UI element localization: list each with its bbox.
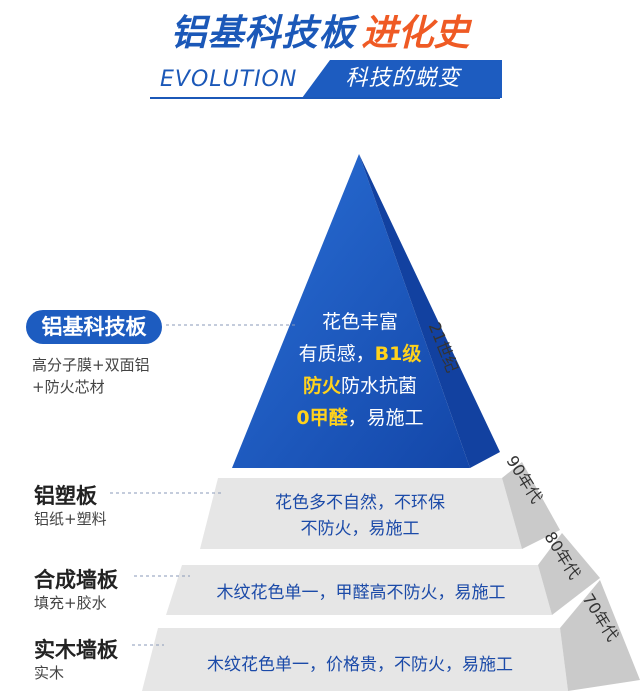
top-line1: 花色丰富 [321,311,398,333]
tier2-face [200,478,522,549]
top-line4: 0甲醛，易施工 [296,407,424,429]
tier4-side [560,580,640,691]
tier2-text: 花色多不自然，不环保 不防火，易施工 [275,493,445,539]
top-face [232,154,470,468]
tier4-face [142,628,568,691]
tier3-text: 木纹花色单一，甲醛高不防火，易施工 [216,583,506,603]
label-aluminum-plastic-board: 铝塑板 [34,484,97,508]
page-title: 铝基科技板进化史 [0,4,640,56]
label-solid-wood-board: 实木墙板 [34,638,118,662]
top-tier-text: 花色丰富 有质感，B1级 防火防水抗菌 0甲醛，易施工 [260,306,460,434]
label-composite-board: 合成墙板 [34,568,118,592]
subtitle-cn: 科技的蜕变 [345,66,461,91]
label-composite-board-sub: 填充+胶水 [34,594,107,612]
label-aluminum-plastic-board-sub: 铝纸+塑料 [34,510,107,528]
title-main: 铝基科技板 [170,13,356,54]
tier2-side [502,462,560,549]
title-accent: 进化史 [361,13,470,54]
subtitle-underline [150,97,500,99]
tier3-face [166,565,552,615]
top-line3: 防火防水抗菌 [302,375,418,397]
subtitle-en: EVOLUTION [160,67,298,92]
top-side [359,154,500,468]
label-aluminum-tech-board: 铝基科技板 [26,310,162,344]
top-line2: 有质感，B1级 [298,343,422,365]
tier3-side [538,533,600,615]
tier4-text: 木纹花色单一，价格贵，不防火，易施工 [207,655,513,675]
label-solid-wood-board-sub: 实木 [34,664,65,682]
label-aluminum-tech-board-sub: 高分子膜+双面铝 +防火芯材 [32,356,150,396]
subtitle-banner [302,60,502,98]
